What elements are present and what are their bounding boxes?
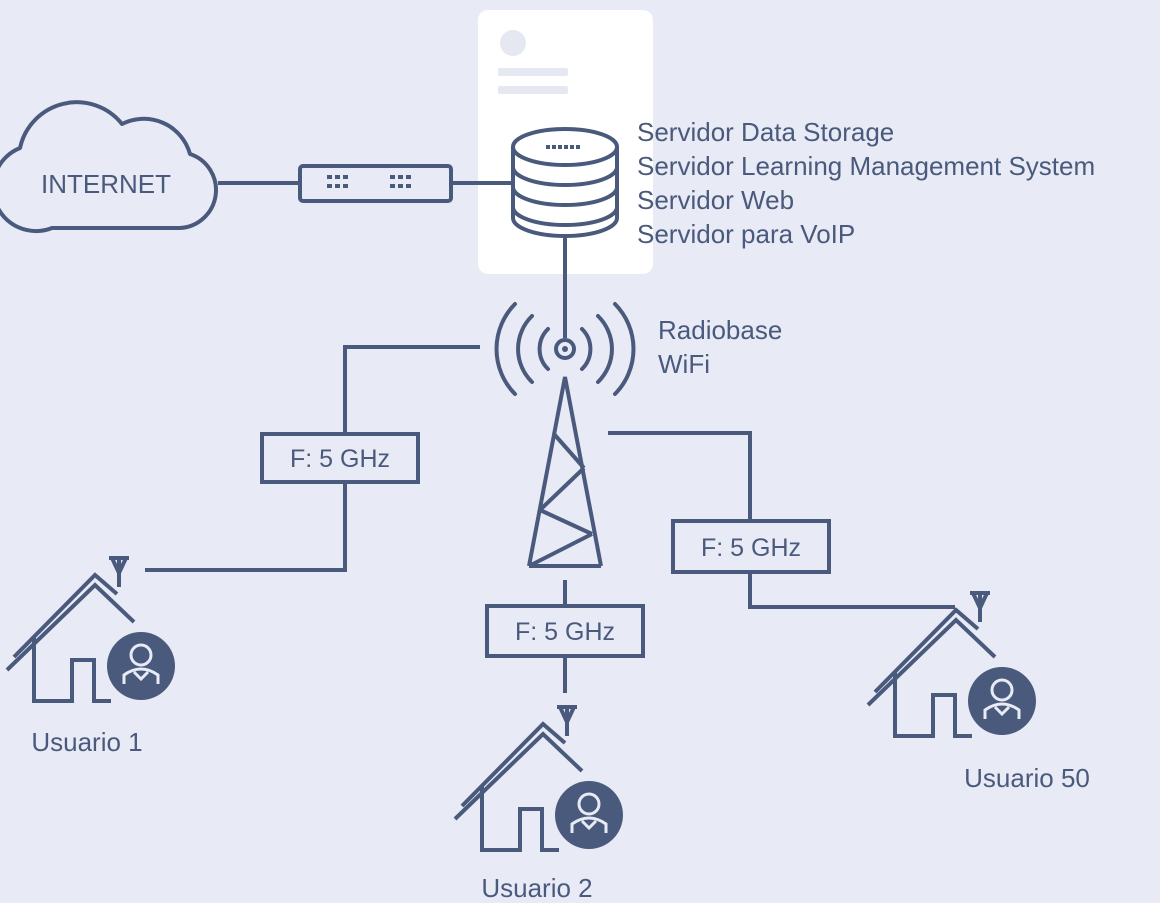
frequency-box-user1: F: 5 GHz <box>260 432 420 484</box>
service-web: Servidor Web <box>637 185 794 215</box>
frequency-box-user2: F: 5 GHz <box>485 604 645 658</box>
service-lms: Servidor Learning Management System <box>637 151 1095 181</box>
link-radio-user1-a <box>343 345 480 434</box>
internet-label: INTERNET <box>41 169 171 199</box>
frequency-label-user50: F: 5 GHz <box>701 534 801 562</box>
link-radio-user50-a <box>608 431 752 521</box>
house-user-icon <box>866 591 1038 738</box>
frequency-box-user50: F: 5 GHz <box>671 519 831 574</box>
link-radio-user1-b <box>145 482 347 572</box>
radiobase-label-line1: Radiobase <box>658 315 782 345</box>
service-voip: Servidor para VoIP <box>637 219 855 249</box>
service-data-storage: Servidor Data Storage <box>637 117 894 147</box>
user1-label: Usuario 1 <box>31 727 142 757</box>
radiobase-label-line2: WiFi <box>658 349 710 379</box>
cloud-icon: INTERNET <box>0 100 218 234</box>
link-radio-user50-b <box>748 572 955 609</box>
house-user-icon <box>5 556 177 703</box>
user50-label: Usuario 50 <box>964 763 1090 793</box>
connection-lines <box>145 181 955 693</box>
frequency-label-user1: F: 5 GHz <box>290 445 390 473</box>
house-user-icon <box>453 705 625 852</box>
frequency-label-user2: F: 5 GHz <box>515 618 615 646</box>
radio-tower-icon <box>494 302 636 568</box>
database-server-icon <box>511 127 619 238</box>
server-services: Servidor Data Storage Servidor Learning … <box>637 117 1095 249</box>
user2-label: Usuario 2 <box>481 873 592 903</box>
router-switch-icon <box>298 164 453 203</box>
